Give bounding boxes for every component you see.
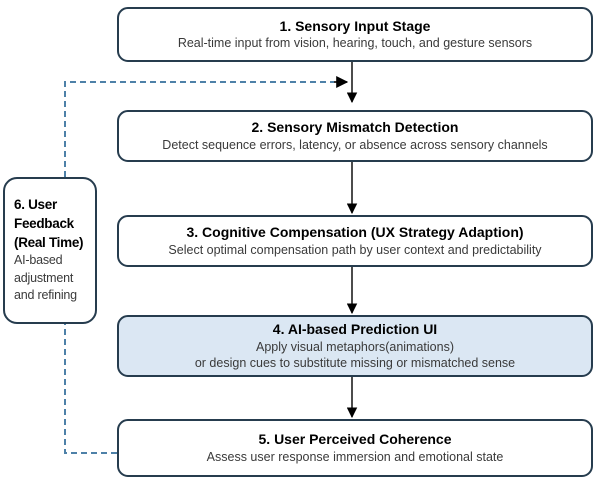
stage-box-ai-based-prediction-ui: 4. AI-based Prediction UI Apply visual m… (117, 315, 593, 377)
stage-description: Assess user response immersion and emoti… (206, 449, 504, 464)
feedback-body-line-2: adjustment (14, 270, 74, 285)
stage-box-cognitive-compensation: 3. Cognitive Compensation (UX Strategy A… (117, 215, 593, 267)
stage-title: 1. Sensory Input Stage (279, 17, 431, 34)
feedback-dashed-line-stage5-to-stage6 (64, 324, 117, 454)
stage-box-sensory-mismatch-detection: 2. Sensory Mismatch Detection Detect seq… (117, 110, 593, 162)
stage-description-line-2: or design cues to substitute missing or … (194, 355, 516, 370)
feedback-body-line-3: and refining (14, 288, 77, 303)
feedback-body-line-1: AI-based (14, 253, 63, 268)
feedback-title-line-1: 6. User (14, 197, 57, 213)
stage-title: 2. Sensory Mismatch Detection (251, 119, 459, 136)
stage-description-line-1: Apply visual metaphors(animations) (255, 339, 454, 354)
stage-title: 4. AI-based Prediction UI (272, 321, 438, 337)
feedback-title-line-2: Feedback (14, 215, 74, 231)
stage-title: 5. User Perceived Coherence (258, 431, 452, 448)
stage-description: Select optimal compensation path by user… (168, 242, 542, 257)
feedback-title-line-3: (Real Time) (14, 234, 84, 250)
stage-box-user-perceived-coherence: 5. User Perceived Coherence Assess user … (117, 419, 593, 477)
stage-description: Real-time input from vision, hearing, to… (177, 36, 533, 51)
stage-description: Detect sequence errors, latency, or abse… (162, 137, 548, 152)
feedback-box-user-feedback-real-time: 6. User Feedback (Real Time) AI-based ad… (3, 177, 97, 324)
stage-title: 3. Cognitive Compensation (UX Strategy A… (186, 224, 524, 241)
stage-box-sensory-input: 1. Sensory Input Stage Real-time input f… (117, 7, 593, 62)
